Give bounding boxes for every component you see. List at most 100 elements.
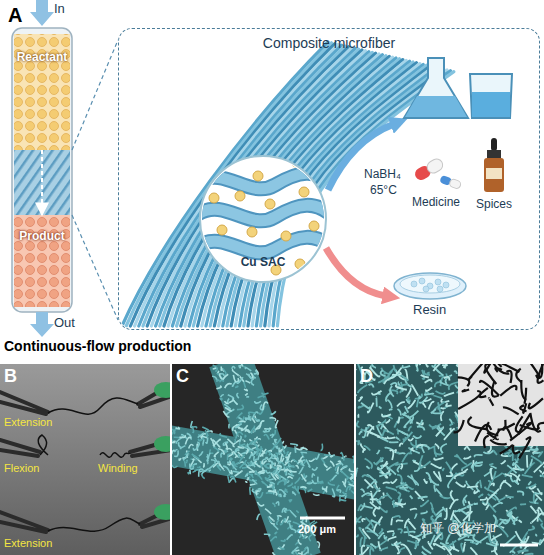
sem-texture bbox=[440, 496, 451, 499]
sem-texture bbox=[300, 487, 306, 489]
sem-texture bbox=[383, 373, 386, 375]
sem-texture bbox=[397, 466, 400, 472]
sem-texture bbox=[293, 492, 296, 495]
sem-texture bbox=[339, 499, 346, 500]
sem-texture bbox=[245, 474, 247, 477]
scale-bar-label: 200 μm bbox=[298, 523, 336, 535]
sem-texture bbox=[198, 466, 201, 468]
sem-texture bbox=[262, 452, 266, 456]
sem-texture bbox=[233, 370, 239, 376]
sem-texture bbox=[219, 464, 224, 470]
sem-texture bbox=[277, 516, 278, 519]
sem-texture bbox=[381, 438, 389, 442]
sem-texture bbox=[223, 466, 230, 473]
sem-texture bbox=[357, 421, 360, 427]
sem-texture bbox=[442, 364, 449, 365]
sem-texture bbox=[384, 535, 386, 539]
sem-texture bbox=[434, 458, 443, 460]
sem-texture bbox=[444, 508, 447, 519]
sem-texture bbox=[330, 461, 334, 466]
sem-texture bbox=[389, 408, 392, 411]
sem-texture bbox=[480, 480, 481, 488]
sem-texture bbox=[321, 444, 323, 451]
sem-texture bbox=[530, 506, 536, 513]
sem-texture bbox=[232, 366, 235, 368]
sem-texture bbox=[235, 449, 239, 452]
sem-texture bbox=[278, 544, 285, 548]
sem-texture bbox=[400, 443, 403, 446]
sem-texture bbox=[207, 453, 210, 461]
sem-texture bbox=[243, 440, 245, 441]
sem-texture bbox=[364, 479, 372, 487]
sem-texture bbox=[298, 540, 301, 545]
sem-texture bbox=[362, 475, 370, 477]
sem-texture bbox=[464, 540, 473, 543]
sem-texture bbox=[230, 458, 233, 461]
sem-texture bbox=[266, 492, 273, 494]
sem-texture bbox=[259, 421, 264, 427]
sem-texture bbox=[239, 364, 243, 367]
sem-texture bbox=[246, 449, 253, 451]
sem-texture bbox=[382, 430, 387, 437]
flow-label: In bbox=[54, 2, 65, 16]
sem-texture bbox=[264, 465, 270, 469]
sem-texture bbox=[434, 485, 435, 492]
sem-texture bbox=[390, 441, 399, 443]
sem-texture bbox=[200, 471, 206, 472]
sem-texture bbox=[262, 460, 263, 463]
sem-texture bbox=[263, 458, 267, 460]
sem-texture bbox=[433, 395, 442, 398]
sem-texture bbox=[379, 406, 382, 408]
sem-texture bbox=[433, 364, 444, 371]
sem-texture bbox=[211, 438, 214, 441]
sem-texture bbox=[254, 443, 260, 450]
sem-texture bbox=[488, 489, 499, 499]
sem-texture bbox=[223, 411, 229, 417]
sem-texture bbox=[403, 437, 406, 441]
sem-texture bbox=[235, 386, 238, 387]
sem-texture bbox=[530, 459, 532, 466]
sem-texture bbox=[393, 533, 394, 536]
sem-texture bbox=[446, 534, 450, 543]
sem-texture bbox=[493, 503, 502, 507]
sem-texture bbox=[228, 395, 234, 399]
sem-texture bbox=[237, 413, 242, 419]
sem-texture bbox=[206, 438, 208, 444]
sem-texture bbox=[405, 379, 412, 386]
sem-texture bbox=[276, 502, 279, 506]
sem-texture bbox=[463, 512, 472, 521]
sem-texture bbox=[290, 511, 296, 518]
sem-texture bbox=[337, 490, 341, 493]
sem-texture bbox=[404, 412, 407, 415]
sem-texture bbox=[280, 546, 285, 549]
sem-texture bbox=[296, 466, 299, 469]
sem-texture bbox=[439, 471, 441, 479]
sem-texture bbox=[328, 482, 335, 486]
sem-texture bbox=[427, 372, 429, 373]
fiber-mesh bbox=[513, 445, 520, 454]
sem-texture bbox=[416, 364, 418, 367]
sem-texture bbox=[397, 475, 402, 482]
node-text: Composite microfiber bbox=[119, 35, 539, 51]
panel-letter: B bbox=[4, 367, 17, 387]
sem-texture bbox=[225, 408, 231, 412]
sem-texture bbox=[233, 399, 237, 405]
sem-texture bbox=[273, 466, 277, 468]
sem-texture bbox=[431, 409, 436, 413]
sem-texture bbox=[257, 502, 264, 506]
sem-texture bbox=[456, 482, 466, 487]
sem-texture bbox=[436, 489, 442, 496]
fiber-mesh bbox=[500, 386, 516, 396]
sem-texture bbox=[435, 382, 440, 387]
sem-texture bbox=[190, 463, 194, 469]
fiber-mesh bbox=[498, 423, 515, 429]
sem-texture bbox=[425, 364, 428, 367]
sem-texture bbox=[519, 521, 522, 523]
sem-texture bbox=[363, 529, 370, 539]
sem-texture bbox=[356, 534, 358, 536]
sem-texture bbox=[366, 546, 373, 552]
sem-texture bbox=[273, 469, 277, 476]
sem-texture bbox=[341, 471, 349, 479]
sem-texture bbox=[257, 419, 260, 421]
